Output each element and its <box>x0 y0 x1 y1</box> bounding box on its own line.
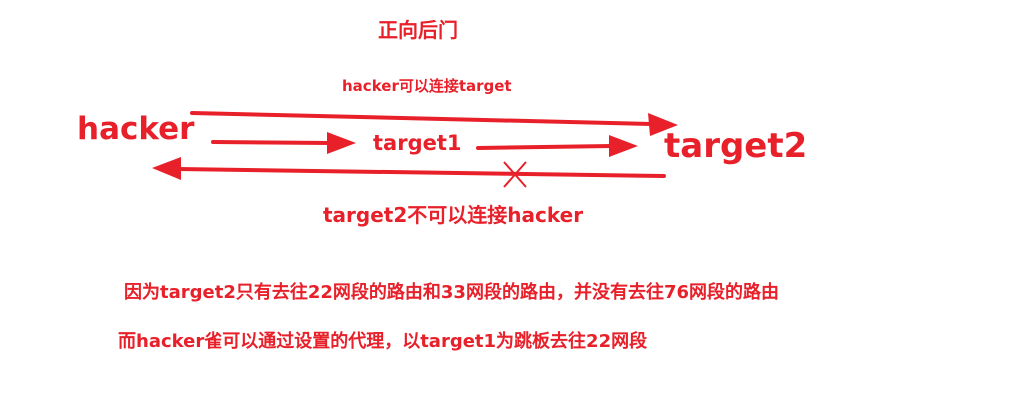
arrow-target1-to-target2 <box>476 135 638 157</box>
note-route-explanation: 因为target2只有去往22网段的路由和33网段的路由，并没有去往76网段的路… <box>124 282 779 303</box>
arrow-hacker-to-target2 <box>190 111 678 136</box>
label-target2-cannot-connect: target2不可以连接hacker <box>323 203 584 227</box>
diagram-title: 正向后门 <box>378 18 458 42</box>
node-target2: target2 <box>664 126 808 166</box>
arrow-target2-to-hacker-blocked <box>152 157 666 180</box>
node-target1: target1 <box>373 131 462 155</box>
node-hacker: hacker <box>77 111 195 147</box>
note-proxy-explanation: 而hacker雀可以通过设置的代理，以target1为跳板去往22网段 <box>118 331 648 352</box>
arrow-hacker-to-target1 <box>211 132 356 154</box>
cross-icon <box>503 161 527 188</box>
label-hacker-can-connect: hacker可以连接target <box>342 77 512 95</box>
